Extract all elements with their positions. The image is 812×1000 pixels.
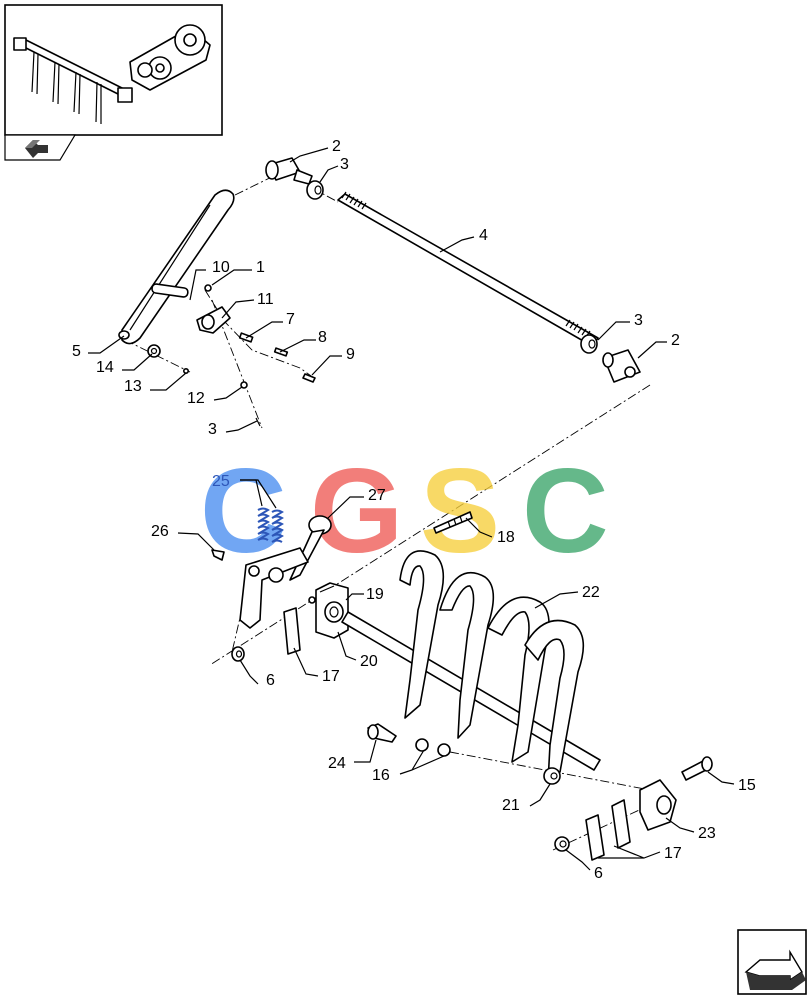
callout-3-left: 3 — [208, 421, 217, 438]
callout-3-upper: 3 — [340, 156, 349, 173]
callout-13: 13 — [124, 378, 142, 395]
callout-23: 23 — [698, 825, 716, 842]
callout-16: 16 — [372, 767, 390, 784]
callout-7: 7 — [286, 311, 295, 328]
callout-18: 18 — [497, 529, 515, 546]
nut-3-upper — [306, 180, 324, 200]
callout-25: 25 — [212, 473, 230, 490]
callout-2-upper: 2 — [332, 138, 341, 155]
clevis-2-upper — [265, 157, 313, 185]
shim-plates-17-right — [585, 799, 631, 861]
callout-6-right: 6 — [594, 865, 603, 882]
callout-27: 27 — [368, 487, 386, 504]
nut-6-left — [231, 646, 245, 662]
callout-5: 5 — [72, 343, 81, 360]
bolt-15 — [681, 756, 713, 781]
nut-21 — [543, 767, 561, 785]
callout-15: 15 — [738, 777, 756, 794]
callout-labels: 2 3 4 10 1 11 7 8 9 5 14 13 12 3 3 2 25 … — [72, 138, 756, 882]
callout-24: 24 — [328, 755, 346, 772]
callout-26: 26 — [151, 523, 169, 540]
shim-plate-17-left — [283, 607, 301, 655]
callout-10: 10 — [212, 259, 230, 276]
bearing-housing-20 — [308, 582, 349, 639]
assembly-overview-thumbnail[interactable] — [4, 4, 223, 136]
watermark: C G S C — [200, 444, 609, 578]
callout-2-lower: 2 — [671, 332, 680, 349]
watermark-letter-4: C — [522, 444, 609, 578]
clevis-2-lower — [602, 349, 641, 383]
callout-17-right: 17 — [664, 845, 682, 862]
washers-16 — [415, 738, 451, 757]
callout-8: 8 — [318, 329, 327, 346]
callout-20: 20 — [360, 653, 378, 670]
callout-11: 11 — [257, 291, 274, 308]
bolt-24 — [367, 723, 397, 743]
bearing-housing-23 — [639, 779, 677, 831]
threaded-rod-4 — [337, 191, 599, 347]
spring-25 — [257, 507, 284, 543]
latch-26 — [211, 549, 225, 561]
leader-lines — [88, 147, 735, 871]
tine-bar-22 — [399, 550, 585, 783]
next-arrow-icon[interactable] — [737, 929, 807, 995]
callout-21: 21 — [502, 797, 520, 814]
callout-19: 19 — [366, 586, 384, 603]
nut-6-right — [554, 836, 570, 852]
callout-9: 9 — [346, 346, 355, 363]
watermark-letter-2: G — [310, 444, 403, 578]
callout-17-left: 17 — [322, 668, 340, 685]
back-arrow-icon[interactable] — [4, 134, 77, 161]
callout-6-left: 6 — [266, 672, 275, 689]
callout-14: 14 — [96, 359, 114, 376]
nut-3-lower — [580, 334, 598, 354]
lever-bracket-27 — [239, 515, 332, 629]
callout-4: 4 — [479, 227, 488, 244]
callout-12: 12 — [187, 390, 205, 407]
callout-1: 1 — [256, 259, 265, 276]
callout-22: 22 — [582, 584, 600, 601]
callout-3-lower: 3 — [634, 312, 643, 329]
bolt-18 — [433, 511, 473, 534]
